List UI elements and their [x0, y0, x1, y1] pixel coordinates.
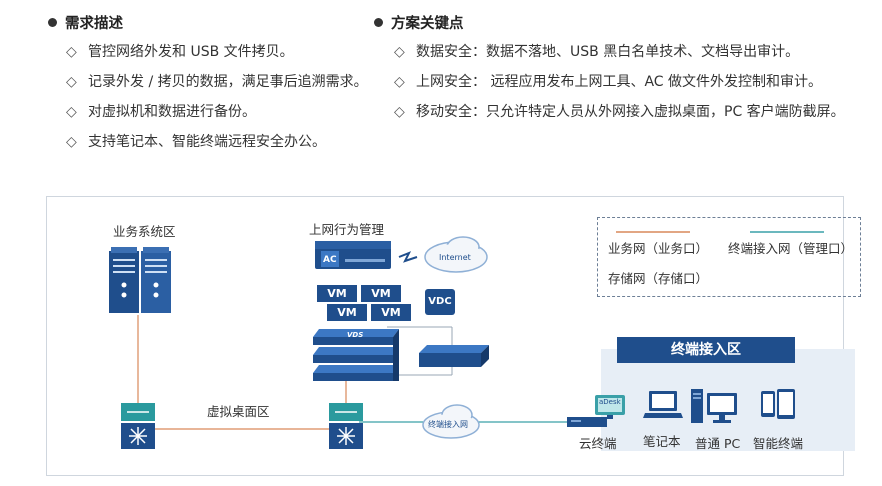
diamond-bullet-icon: ◇ [66, 134, 77, 150]
solution-item: ◇数据安全：数据不落地、USB 黑白名单技术、文档导出审计。 [394, 37, 854, 67]
requirements-title: 需求描述 [65, 16, 123, 32]
requirements-section: 需求描述 ◇管控网络外发和 USB 文件拷贝。 ◇记录外发 / 拷贝的数据，满足… [48, 12, 378, 157]
legend-storage-net: 存储网（存储口） [608, 271, 709, 286]
vds-label: VDS [347, 331, 364, 339]
legend-box: 业务网（业务口） 终端接入网（管理口） 存储网（存储口） [597, 217, 861, 297]
solution-title: 方案关键点 [391, 16, 464, 32]
legend-lines [616, 231, 824, 233]
desktop-pc-icon [691, 389, 741, 429]
vm-box: VM [371, 304, 411, 321]
internet-cloud-icon [423, 235, 489, 279]
requirement-item: ◇管控网络外发和 USB 文件拷贝。 [66, 37, 378, 67]
terminal-cloud-label: 终端接入网 [428, 420, 468, 429]
business-zone-label: 业务系统区 [113, 224, 176, 239]
vm-box: VM [361, 285, 401, 302]
requirement-item: ◇对虚拟机和数据进行备份。 [66, 97, 378, 127]
device-label-pc: 普通 PC [695, 436, 741, 451]
network-diagram: 业务系统区 虚拟桌面区 上网行为管理 AC [46, 196, 861, 476]
terminal-cloud-icon [421, 401, 481, 445]
device-label-smart-terminal: 智能终端 [753, 436, 804, 451]
legend-terminal-net: 终端接入网（管理口） [728, 241, 854, 256]
diamond-bullet-icon: ◇ [394, 104, 405, 120]
access-switch-icon [329, 403, 363, 453]
device-label-laptop: 笔记本 [643, 434, 681, 449]
solution-item: ◇移动安全：只允许特定人员从外网接入虚拟桌面，PC 客户端防截屏。 [394, 97, 854, 127]
internet-cloud-label: Internet [439, 253, 471, 262]
smart-terminal-icon [761, 389, 795, 427]
storage-appliance-icon [419, 345, 489, 373]
bullet-icon [48, 18, 57, 27]
diamond-bullet-icon: ◇ [394, 44, 405, 60]
solution-section: 方案关键点 ◇数据安全：数据不落地、USB 黑白名单技术、文档导出审计。 ◇上网… [374, 12, 854, 127]
adesk-label: aDesk [599, 398, 621, 406]
requirements-heading: 需求描述 [48, 12, 378, 33]
internet-mgmt-label: 上网行为管理 [309, 222, 385, 237]
cloud-terminal-icon [567, 395, 627, 435]
solution-item: ◇上网安全： 远程应用发布上网工具、AC 做文件外发控制和审计。 [394, 67, 854, 97]
legend-business-net: 业务网（业务口） [608, 241, 709, 256]
diamond-bullet-icon: ◇ [66, 74, 77, 90]
core-switch-icon [121, 403, 155, 453]
requirement-item: ◇记录外发 / 拷贝的数据，满足事后追溯需求。 [66, 67, 378, 97]
diamond-bullet-icon: ◇ [66, 44, 77, 60]
ac-label: AC [323, 255, 337, 265]
ac-appliance-icon [315, 241, 391, 275]
requirement-item: ◇支持笔记本、智能终端远程安全办公。 [66, 127, 378, 157]
vdc-box: VDC [425, 289, 455, 315]
vds-server-stack-icon [313, 329, 399, 395]
device-label-cloud-terminal: 云终端 [579, 436, 617, 451]
vm-box: VM [327, 304, 367, 321]
vm-box: VM [317, 285, 357, 302]
server-rack-icon [109, 247, 173, 319]
solution-heading: 方案关键点 [374, 12, 854, 33]
diamond-bullet-icon: ◇ [66, 104, 77, 120]
desktop-zone-label: 虚拟桌面区 [207, 404, 270, 419]
terminal-zone-title: 终端接入区 [617, 337, 795, 363]
bullet-icon [374, 18, 383, 27]
diamond-bullet-icon: ◇ [394, 74, 405, 90]
laptop-icon [643, 391, 683, 425]
